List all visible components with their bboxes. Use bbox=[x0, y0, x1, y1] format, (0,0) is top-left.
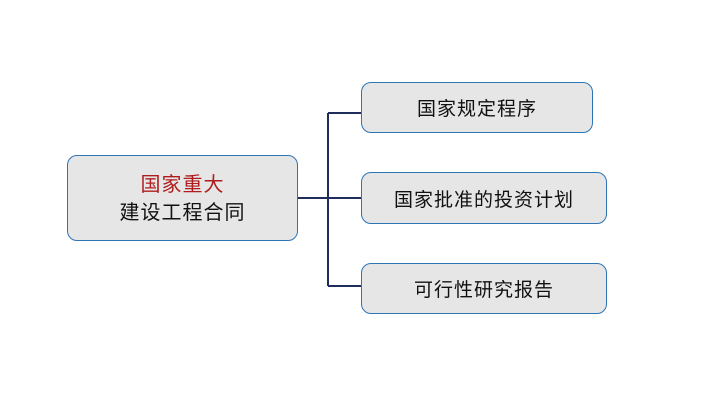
child-node-1: 国家规定程序 bbox=[361, 82, 593, 133]
root-title: 建设工程合同 bbox=[119, 200, 246, 224]
root-node: 国家重大 建设工程合同 bbox=[67, 155, 298, 241]
child-node-3: 可行性研究报告 bbox=[361, 263, 607, 314]
root-title-highlight: 国家重大 bbox=[140, 172, 225, 196]
child-node-2: 国家批准的投资计划 bbox=[361, 172, 607, 224]
child-node-label: 国家批准的投资计划 bbox=[393, 188, 574, 211]
child-node-label: 国家规定程序 bbox=[416, 98, 537, 120]
child-node-label: 可行性研究报告 bbox=[413, 279, 554, 301]
